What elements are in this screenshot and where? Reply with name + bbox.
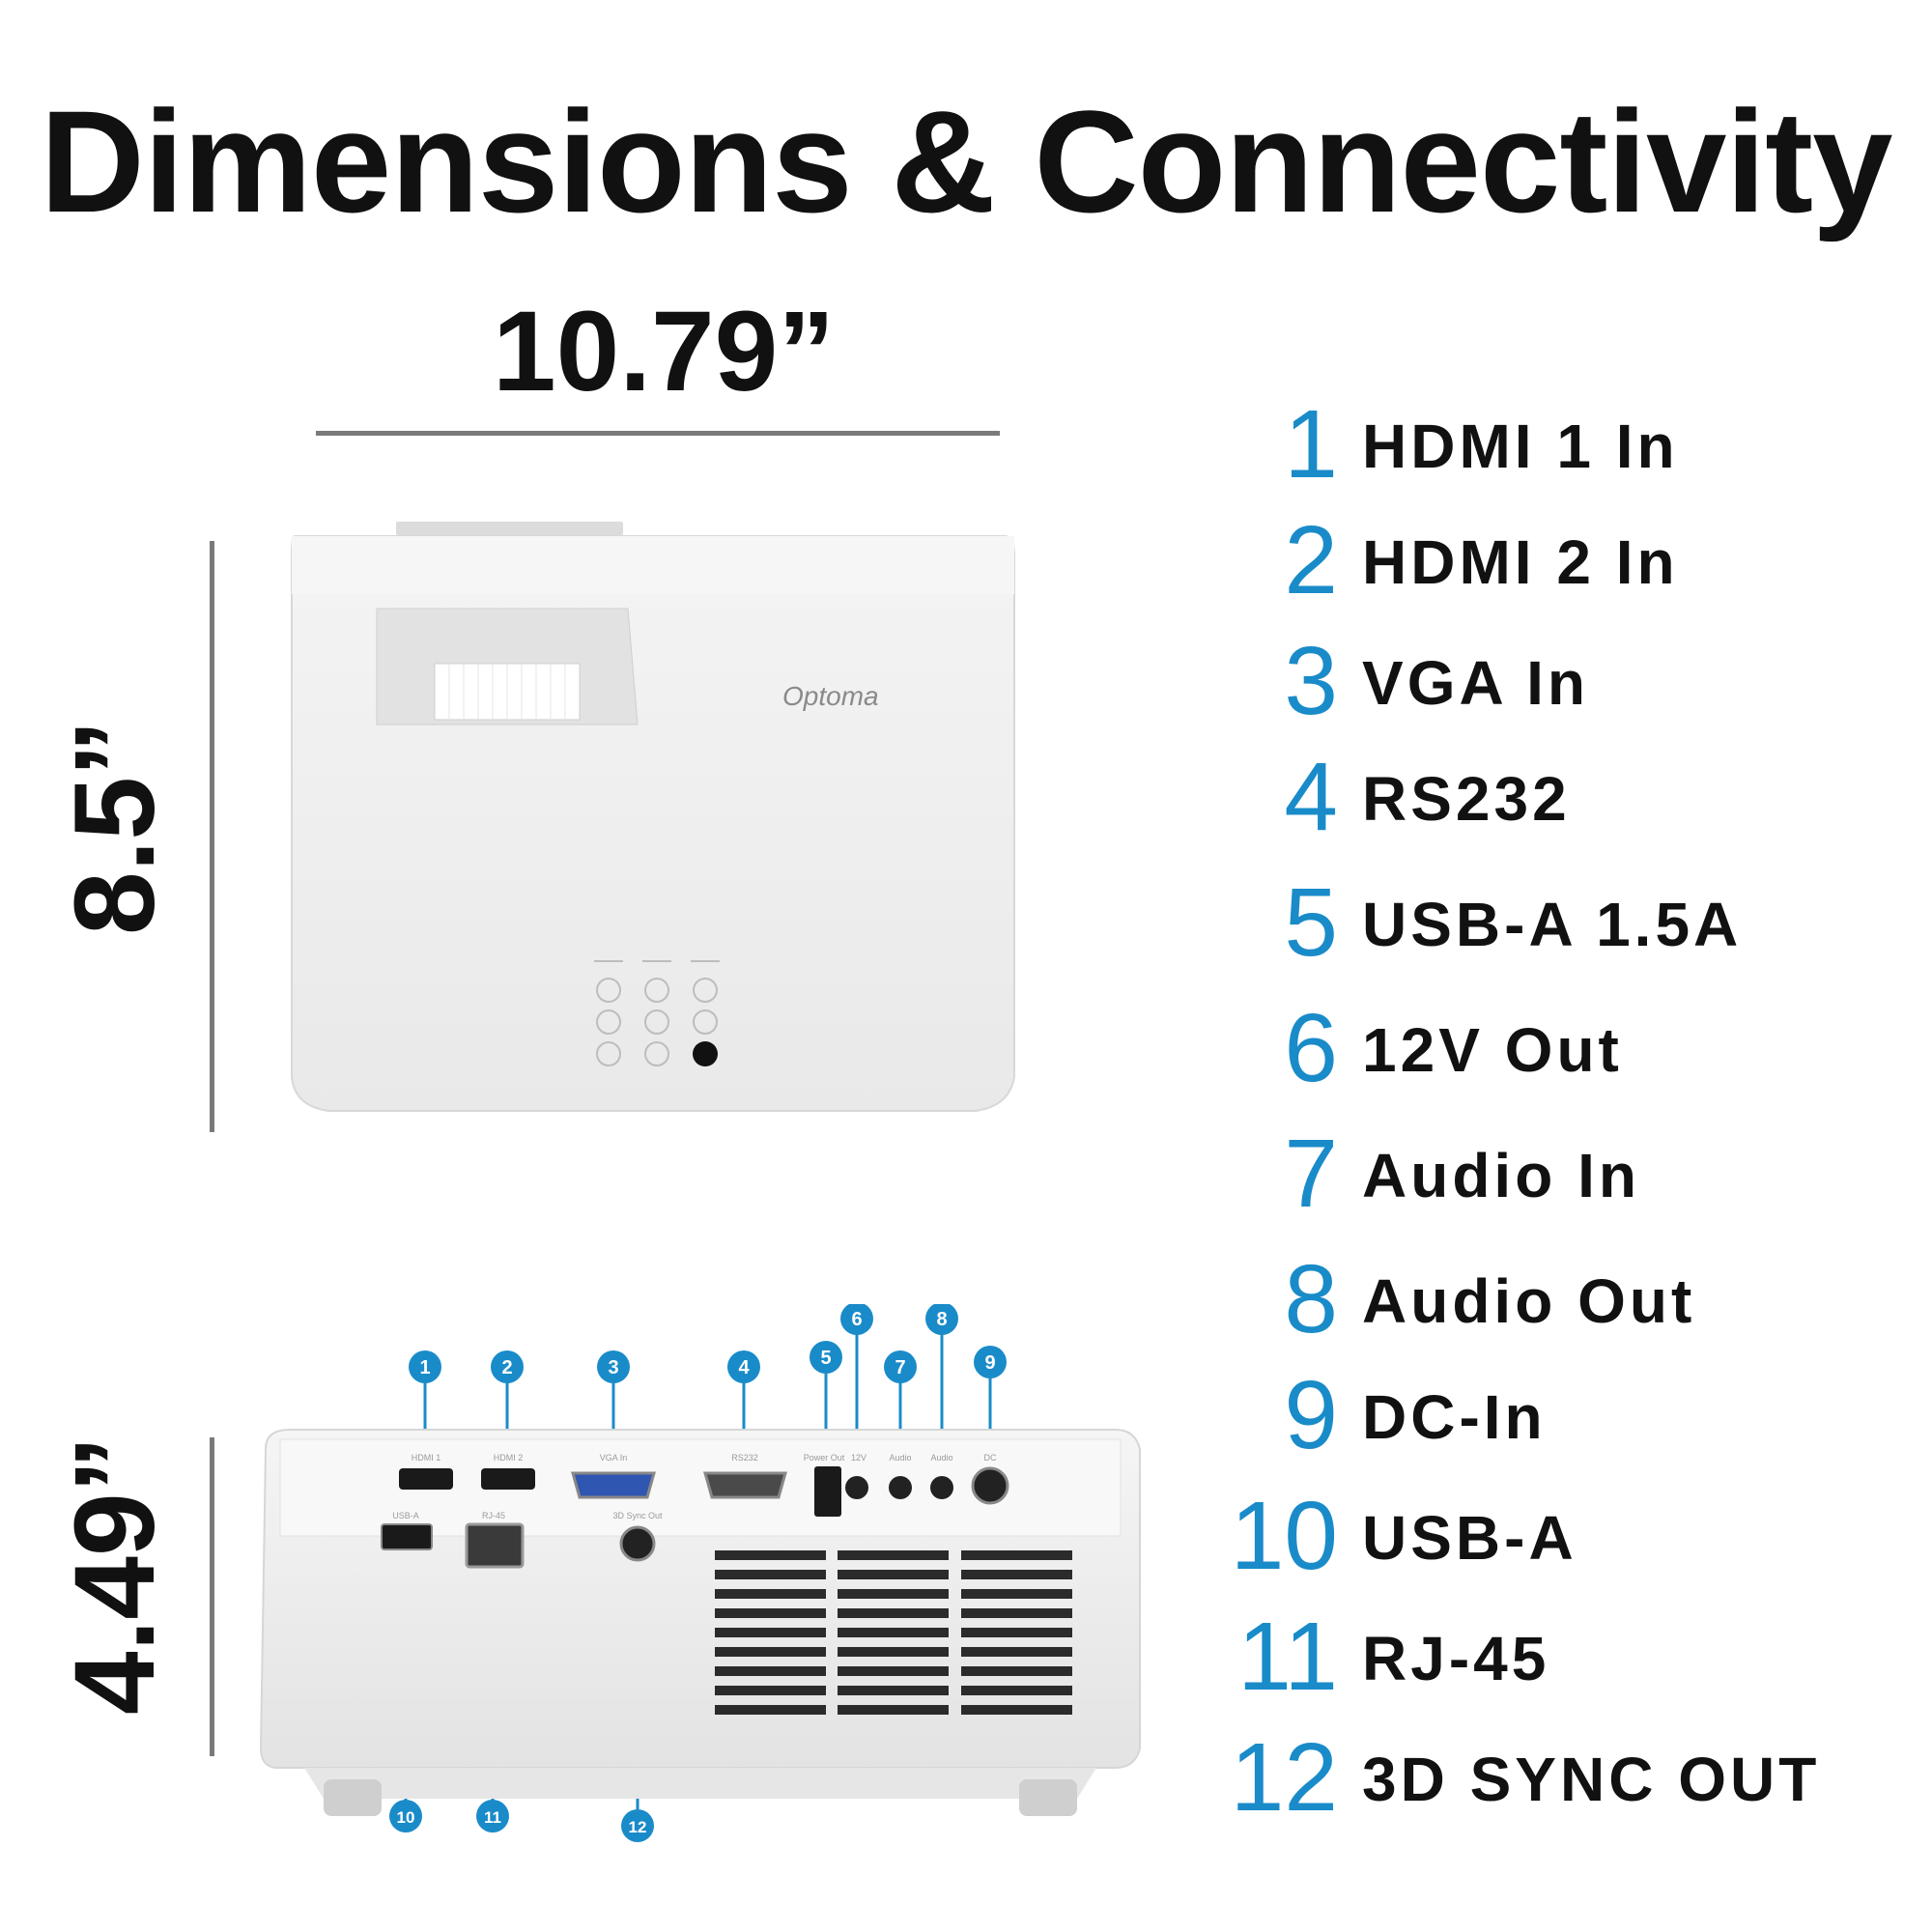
legend-label: Audio In	[1362, 1141, 1640, 1210]
legend-number: 4	[1284, 743, 1338, 851]
projector-top-view: Optoma	[291, 522, 1015, 1112]
usb-a-port	[381, 1523, 433, 1550]
legend-number: 3	[1284, 627, 1338, 735]
legend-item: 9 DC-In	[1208, 1367, 1922, 1483]
legend-number: 11	[1237, 1603, 1338, 1711]
hdmi1-port	[399, 1468, 453, 1490]
badge-10: 10	[397, 1808, 415, 1827]
keypad	[594, 960, 720, 1066]
legend-item: 10 USB-A	[1208, 1488, 1922, 1604]
vga-port	[571, 1471, 656, 1499]
height-dimension: 4.49”	[51, 1435, 179, 1715]
legend-label: HDMI 1 In	[1362, 412, 1679, 481]
legend-number: 9	[1284, 1361, 1338, 1469]
label-audio-in: Audio	[889, 1453, 911, 1463]
legend-number: 12	[1230, 1723, 1338, 1832]
badge-9: 9	[984, 1352, 995, 1374]
audio-in-jack	[889, 1476, 912, 1499]
legend-number: 10	[1230, 1482, 1338, 1590]
label-power-out: Power Out	[804, 1453, 845, 1463]
legend-label: HDMI 2 In	[1362, 527, 1679, 597]
label-hdmi1: HDMI 1	[412, 1453, 441, 1463]
legend-item: 11 RJ-45	[1208, 1608, 1922, 1724]
legend-number: 8	[1284, 1245, 1338, 1353]
legend-label: Audio Out	[1362, 1266, 1696, 1336]
label-sync: 3D Sync Out	[612, 1511, 663, 1520]
legend-number: 7	[1284, 1120, 1338, 1228]
callout-badges	[389, 1304, 1007, 1842]
badge-1: 1	[419, 1357, 430, 1378]
rj45-port	[465, 1522, 525, 1569]
height-dimension-line	[210, 1437, 214, 1756]
legend-item: 8 Audio Out	[1208, 1251, 1922, 1367]
rs232-port	[703, 1471, 787, 1499]
label-audio-out: Audio	[930, 1453, 952, 1463]
legend-number: 5	[1284, 868, 1338, 977]
legend-label: USB-A 1.5A	[1362, 890, 1743, 959]
legend-item: 3 VGA In	[1208, 633, 1922, 749]
label-12v: 12V	[851, 1453, 867, 1463]
label-rj45: RJ-45	[482, 1511, 505, 1520]
dc-in-port	[971, 1466, 1009, 1505]
label-usba: USB-A	[392, 1511, 419, 1520]
legend-number: 6	[1284, 994, 1338, 1102]
legend-label: USB-A	[1362, 1503, 1577, 1573]
badge-4: 4	[738, 1357, 750, 1378]
legend-item: 4 RS232	[1208, 749, 1922, 865]
label-dc: DC	[984, 1453, 997, 1463]
badge-7: 7	[895, 1357, 905, 1378]
width-dimension: 10.79”	[493, 288, 836, 415]
legend-label: DC-In	[1362, 1382, 1547, 1452]
badge-2: 2	[501, 1357, 512, 1378]
label-vga: VGA In	[600, 1453, 628, 1463]
badge-11: 11	[484, 1808, 501, 1827]
label-hdmi2: HDMI 2	[494, 1453, 524, 1463]
audio-out-jack	[930, 1476, 953, 1499]
usb-a-power-port	[814, 1466, 841, 1517]
legend-label: VGA In	[1362, 648, 1589, 718]
badge-12: 12	[629, 1818, 647, 1836]
badge-3: 3	[608, 1357, 618, 1378]
depth-dimension: 8.5”	[51, 719, 179, 935]
12v-jack	[845, 1476, 868, 1499]
badge-5: 5	[820, 1348, 831, 1369]
legend-label: 12V Out	[1362, 1015, 1623, 1085]
brand-logo: Optoma	[782, 681, 879, 711]
legend-item: 7 Audio In	[1208, 1125, 1922, 1241]
badge-6: 6	[851, 1309, 862, 1330]
legend-label: RS232	[1362, 764, 1571, 834]
legend-item: 6 12V Out	[1208, 1000, 1922, 1116]
legend-number: 1	[1284, 390, 1338, 498]
legend-item: 2 HDMI 2 In	[1208, 512, 1922, 628]
legend-number: 2	[1284, 506, 1338, 614]
width-dimension-line	[316, 431, 1000, 436]
3d-sync-port	[619, 1525, 656, 1562]
legend-item: 5 USB-A 1.5A	[1208, 874, 1922, 990]
hdmi2-port	[481, 1468, 535, 1490]
ir-sensor	[693, 1041, 718, 1066]
legend-label: 3D SYNC OUT	[1362, 1745, 1821, 1814]
legend-item: 12 3D SYNC OUT	[1208, 1729, 1922, 1845]
page-title: Dimensions & Connectivity	[40, 80, 1892, 242]
legend-item: 1 HDMI 1 In	[1208, 396, 1922, 512]
projector-rear-view: HDMI 1 HDMI 2 VGA In RS232 Power Out 12V…	[259, 1304, 1141, 1842]
legend-label: RJ-45	[1362, 1624, 1550, 1693]
depth-dimension-line	[210, 541, 214, 1132]
label-rs232: RS232	[731, 1453, 758, 1463]
badge-8: 8	[936, 1309, 947, 1330]
